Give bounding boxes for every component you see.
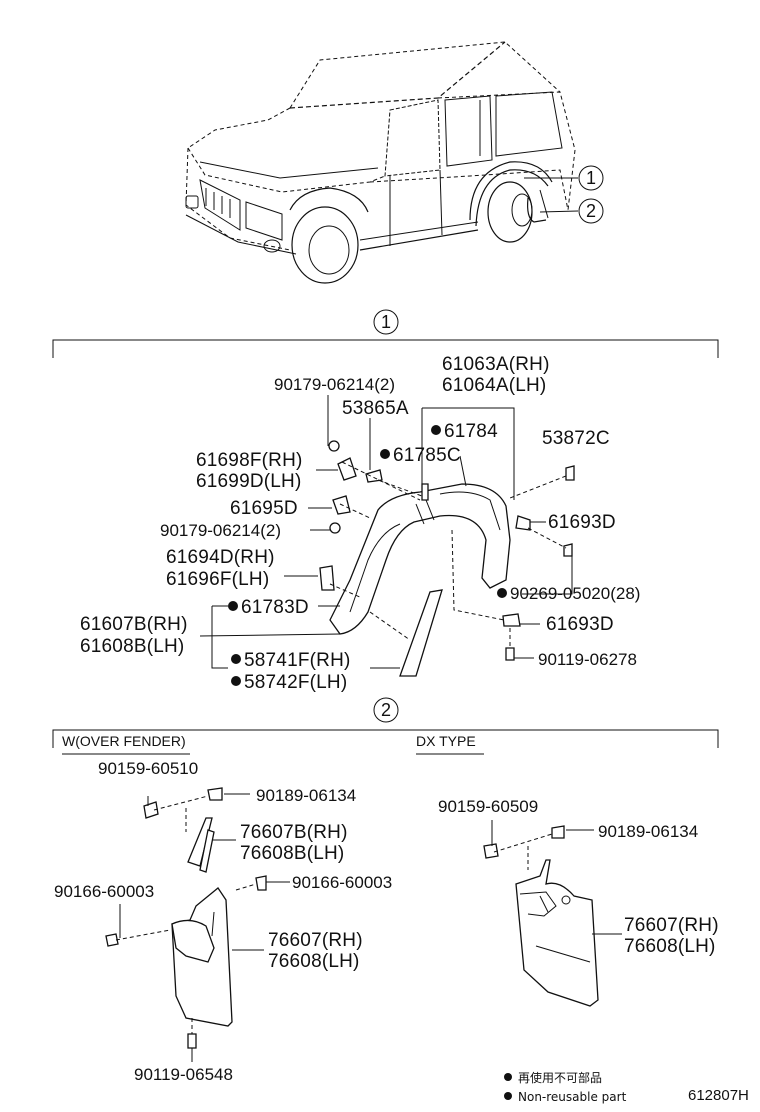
non-reusable-mark bbox=[497, 588, 507, 598]
part-number-76608B: 76608B(LH) bbox=[240, 843, 344, 864]
part-number-90166-right: 90166-60003 bbox=[292, 873, 392, 892]
part-number-58741F: 58741F(RH) bbox=[244, 650, 351, 671]
over-fender-drawing bbox=[319, 440, 575, 677]
vehicle-illustration bbox=[185, 41, 576, 284]
section-title-dx-type: DX TYPE bbox=[416, 733, 476, 749]
section-2-header: 2 bbox=[52, 697, 719, 748]
part-number-90119-a: 90119-06278 bbox=[538, 650, 637, 669]
legend: 再使用不可部品 Non-reusable part bbox=[504, 1070, 627, 1104]
part-number-61063A: 61063A(RH) bbox=[442, 354, 550, 375]
part-number-61698F: 61698F(RH) bbox=[196, 450, 303, 471]
part-number-90119-06548: 90119-06548 bbox=[134, 1065, 233, 1084]
legend-bullet-2 bbox=[504, 1092, 512, 1100]
part-number-58742F: 58742F(LH) bbox=[244, 672, 347, 693]
part-number-61785C: 61785C bbox=[393, 445, 461, 466]
callout-1-top: 1 bbox=[524, 165, 604, 191]
part-number-76608: 76608(LH) bbox=[268, 951, 360, 972]
part-number-90159-60510: 90159-60510 bbox=[98, 759, 198, 778]
part-number-61694D: 61694D(RH) bbox=[166, 547, 275, 568]
mudguard-left-drawing bbox=[105, 787, 290, 1062]
part-number-61608B: 61608B(LH) bbox=[80, 636, 184, 657]
part-number-61607B: 61607B(RH) bbox=[80, 614, 188, 635]
figure-code: 612807H bbox=[688, 1087, 749, 1104]
non-reusable-mark bbox=[228, 601, 238, 611]
part-number-61695D: 61695D bbox=[230, 498, 298, 519]
non-reusable-mark bbox=[431, 425, 441, 435]
non-reusable-mark bbox=[231, 676, 241, 686]
callout-number: 2 bbox=[381, 700, 391, 720]
part-number-61699D: 61699D(LH) bbox=[196, 471, 302, 492]
part-number-90166-left: 90166-60003 bbox=[54, 882, 154, 901]
part-number-76607B: 76607B(RH) bbox=[240, 822, 348, 843]
mudguard-right-drawing bbox=[483, 820, 622, 1007]
section-1-leaders bbox=[199, 395, 573, 669]
part-number-53865A: 53865A bbox=[342, 398, 409, 419]
callout-2-top: 2 bbox=[539, 198, 604, 224]
callout-number: 2 bbox=[586, 201, 596, 221]
callout-number: 1 bbox=[586, 168, 596, 188]
part-number-61693D-b: 61693D bbox=[546, 614, 614, 635]
part-number-53872C: 53872C bbox=[542, 428, 610, 449]
part-number-76607-dx: 76607(RH) bbox=[624, 915, 719, 936]
part-number-61064A: 61064A(LH) bbox=[442, 375, 546, 396]
part-number-90159-60509: 90159-60509 bbox=[438, 797, 538, 816]
non-reusable-mark bbox=[231, 654, 241, 664]
part-number-61784: 61784 bbox=[444, 421, 498, 442]
non-reusable-mark bbox=[380, 449, 390, 459]
part-number-90189-right: 90189-06134 bbox=[598, 822, 698, 841]
part-number-90179-top: 90179-06214(2) bbox=[274, 375, 395, 394]
legend-bullet-1 bbox=[504, 1073, 512, 1081]
part-number-61783D: 61783D bbox=[241, 597, 309, 618]
part-number-76607: 76607(RH) bbox=[268, 930, 363, 951]
legend-text-english: Non-reusable part bbox=[518, 1090, 627, 1104]
section-title-over-fender: W(OVER FENDER) bbox=[62, 733, 186, 749]
legend-text-japanese: 再使用不可部品 bbox=[518, 1070, 602, 1085]
section-1-header: 1 bbox=[52, 309, 719, 358]
callout-number: 1 bbox=[381, 312, 391, 332]
part-number-90189-left: 90189-06134 bbox=[256, 786, 356, 805]
part-number-90179-mid: 90179-06214(2) bbox=[160, 521, 281, 540]
part-number-61693D-a: 61693D bbox=[548, 512, 616, 533]
part-number-61696F: 61696F(LH) bbox=[166, 569, 269, 590]
part-number-90269: 90269-05020(28) bbox=[510, 584, 640, 603]
part-number-76608-dx: 76608(LH) bbox=[624, 936, 716, 957]
